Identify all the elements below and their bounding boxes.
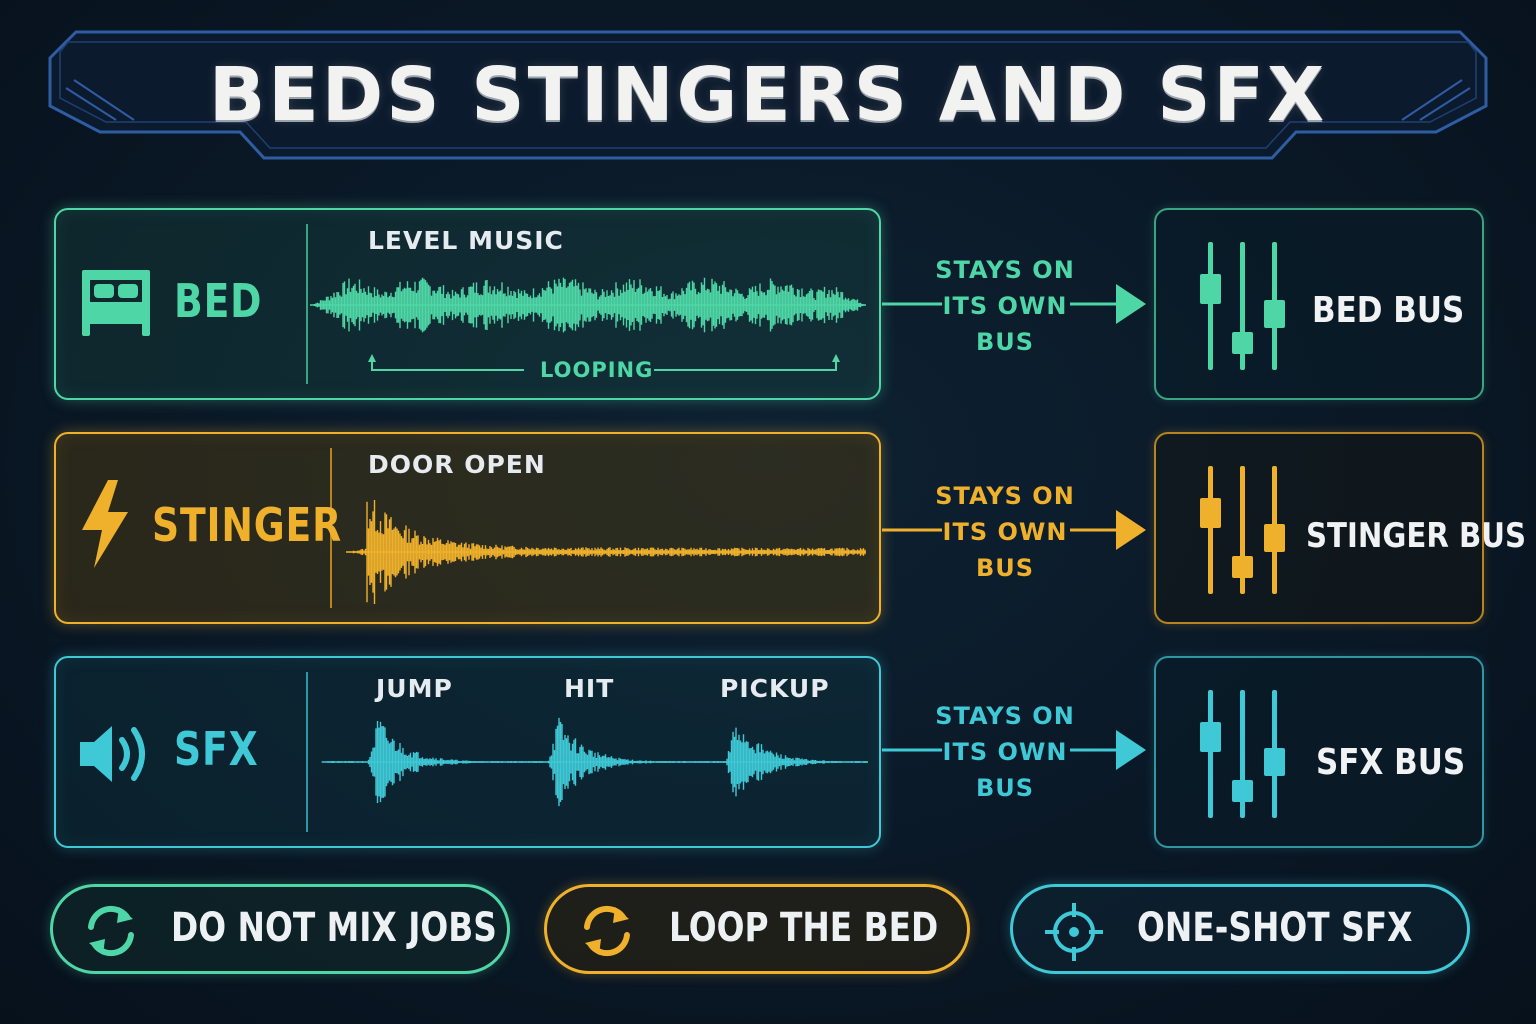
wave-label-level-music: LEVEL MUSIC <box>368 226 564 255</box>
sfx-type-label: SFX <box>174 722 259 776</box>
row-divider <box>306 672 308 832</box>
pill-loop-the-bed: LOOP THE BED <box>544 884 970 974</box>
stinger-bus-label: STINGER BUS <box>1306 516 1527 556</box>
stinger-waveform <box>346 500 866 604</box>
fader-icon <box>1200 690 1285 818</box>
bed-icon <box>82 270 150 336</box>
stinger-bus-panel: STINGER BUS <box>1154 432 1526 624</box>
bed-waveform <box>310 277 866 333</box>
stinger-arrow <box>882 510 1146 550</box>
bed-bus-label: BED BUS <box>1312 290 1465 331</box>
pill-label: ONE-SHOT SFX <box>1137 905 1413 951</box>
crosshair-icon <box>1045 903 1103 961</box>
pill-do-not-mix-jobs: DO NOT MIX JOBS <box>50 884 510 974</box>
pill-label: LOOP THE BED <box>669 905 939 951</box>
title-frame <box>48 30 1488 160</box>
bed-arrow-text: STAYS ON ITS OWN BUS <box>935 256 1075 356</box>
pill-label: DO NOT MIX JOBS <box>171 905 497 951</box>
refresh-icon <box>584 905 630 957</box>
stinger-arrow-text: STAYS ON ITS OWN BUS <box>935 482 1075 582</box>
bed-row-panel: BED LEVEL MUSIC LOOPING <box>54 208 881 400</box>
bed-bus-panel: BED BUS <box>1154 208 1484 400</box>
sfx-row-panel: SFX JUMP HIT PICKUP <box>54 656 881 848</box>
row-divider <box>330 448 332 608</box>
stinger-type-label: STINGER <box>152 498 343 552</box>
pill-one-shot-sfx: ONE-SHOT SFX <box>1010 884 1470 974</box>
wave-label-hit: HIT <box>564 674 615 703</box>
bed-type-label: BED <box>174 274 263 328</box>
wave-label-jump: JUMP <box>376 674 453 703</box>
bed-arrow <box>882 284 1146 324</box>
wave-label-pickup: PICKUP <box>720 674 830 703</box>
fader-icon <box>1200 242 1285 370</box>
row-divider <box>306 224 308 384</box>
speaker-icon <box>80 726 145 782</box>
looping-label: LOOPING <box>540 358 654 382</box>
loop-bracket <box>368 354 840 371</box>
page-title: BEDS STINGERS AND SFX <box>208 52 1328 138</box>
sfx-waveform <box>321 717 868 807</box>
wave-label-door-open: DOOR OPEN <box>368 450 546 479</box>
stinger-row-panel: STINGER DOOR OPEN <box>54 432 881 624</box>
sfx-arrow-text: STAYS ON ITS OWN BUS <box>935 702 1075 802</box>
sfx-bus-panel: SFX BUS <box>1154 656 1484 848</box>
sfx-bus-label: SFX BUS <box>1316 742 1466 783</box>
sfx-arrow <box>882 730 1146 770</box>
lightning-icon <box>82 480 128 568</box>
refresh-icon <box>88 905 134 957</box>
fader-icon <box>1200 466 1285 594</box>
